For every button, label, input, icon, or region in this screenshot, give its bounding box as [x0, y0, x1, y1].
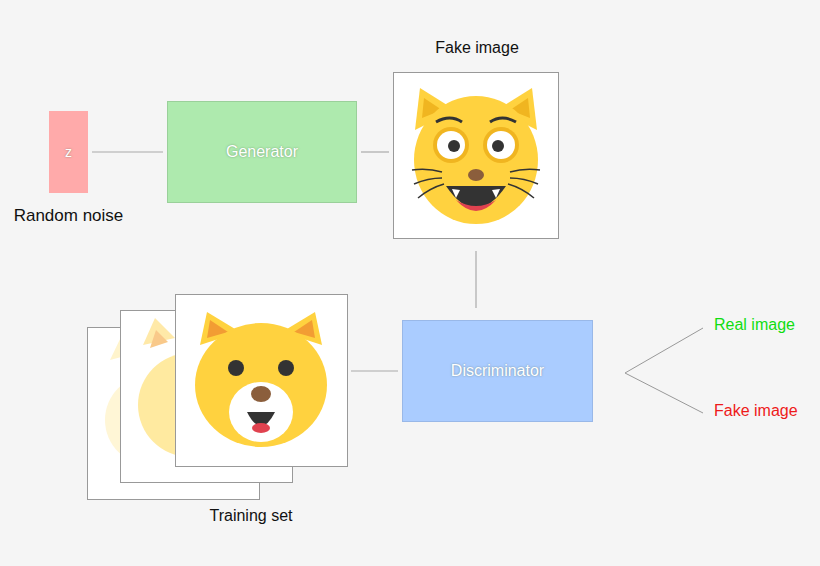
real-cat-face	[195, 312, 327, 447]
box-label: Discriminator	[403, 362, 592, 380]
box-label: z	[49, 144, 88, 160]
connector-line	[361, 151, 389, 152]
box-label: Generator	[168, 143, 356, 161]
discriminator-box: Discriminator	[402, 320, 593, 422]
connector-line	[475, 251, 476, 308]
card-stack	[88, 295, 348, 500]
connector-line	[351, 370, 398, 371]
image-card	[393, 72, 559, 239]
connector-line	[92, 151, 163, 152]
generator-box: Generator	[167, 101, 357, 203]
caption-label: Random noise	[0, 206, 139, 226]
caption-label: Fake image	[394, 39, 560, 57]
image-box: Fake image	[393, 72, 559, 239]
output-label: Fake image	[714, 402, 798, 420]
output-label: Real image	[714, 316, 795, 334]
caption-label: Training set	[151, 507, 351, 525]
fake-cat-face	[412, 88, 540, 224]
output-split	[625, 328, 703, 413]
noise-box: zRandom noise	[49, 111, 88, 193]
training-stack: Training set	[87, 294, 347, 500]
